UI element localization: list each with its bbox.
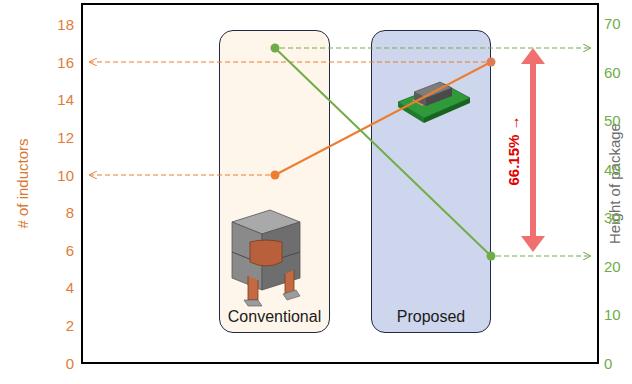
tick-label: 50 [604,113,621,128]
category-band: Conventional [219,30,330,333]
conventional-inductor [232,210,300,306]
tick-label: 16 [57,55,74,70]
tick-label: 10 [57,168,74,183]
tick-label: 18 [57,17,74,32]
category-label: Proposed [397,308,466,332]
axis-title: # of inductors [15,138,30,228]
category-label: Conventional [228,308,321,332]
tick-label: 0 [66,356,74,371]
reduction-arrow [521,48,545,252]
tick-label: 10 [604,307,621,322]
data-series [271,44,496,261]
guide-arrows [90,48,590,256]
tick-label: 0 [604,356,612,371]
reduction-note: 66.15% → [505,115,520,185]
category-band: Proposed [371,30,491,333]
tick-label: 40 [604,162,621,177]
tick-label: 4 [66,280,74,295]
axis-title: Height of package [606,123,621,244]
tick-label: 60 [604,65,621,80]
tick-label: 14 [57,92,74,107]
tick-label: 20 [604,259,621,274]
tick-label: 6 [66,243,74,258]
tick-label: 2 [66,318,74,333]
tick-label: 12 [57,130,74,145]
tick-label: 30 [604,210,621,225]
proposed-inductor [398,82,470,123]
tick-label: 8 [66,205,74,220]
tick-label: 70 [604,16,621,31]
